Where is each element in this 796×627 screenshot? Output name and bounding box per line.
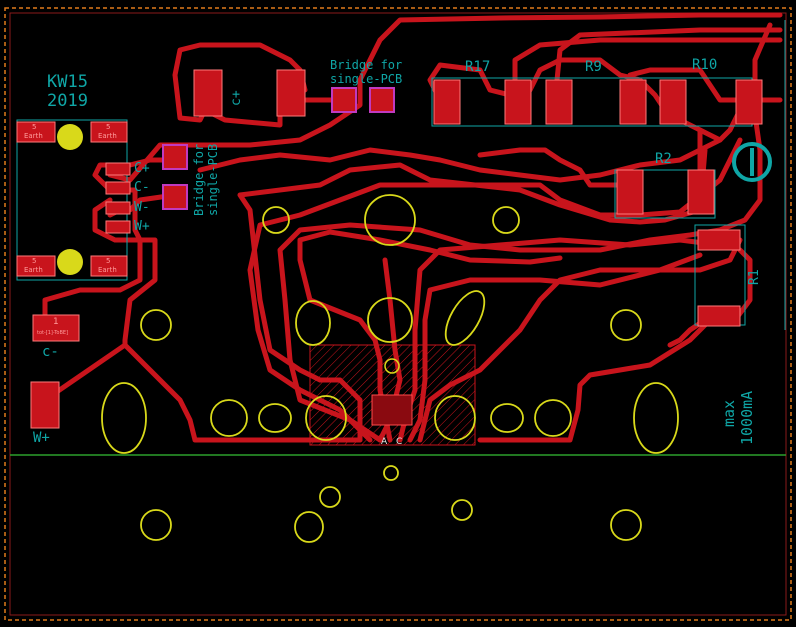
earth-pad-bl-number: 5 — [32, 257, 37, 265]
ref-r10: R10 — [692, 57, 718, 73]
pad-c-minus-text: tot-[1]-ToBE] — [37, 330, 69, 336]
earth-pad-br-number: 5 — [106, 257, 111, 265]
test-points — [57, 124, 83, 275]
ref-r1: R1 — [747, 269, 762, 285]
smd-pads — [16, 69, 763, 429]
conn-c-plus: C+ — [134, 161, 150, 176]
conn-w-plus: W+ — [134, 219, 150, 234]
board-edge — [4, 7, 792, 621]
ic-pad-block — [371, 394, 413, 426]
board-outline — [9, 12, 787, 616]
earth-pad-tl-number: 5 — [32, 123, 37, 131]
c-minus-label: c- — [42, 344, 59, 360]
current-note: max — [720, 399, 738, 427]
w-plus-label: W+ — [33, 430, 50, 446]
c-plus-label: c+ — [229, 90, 244, 106]
ref-r9: R9 — [585, 59, 602, 75]
ic-pin-a: A — [381, 437, 388, 447]
bridge-label-left-1: Bridge for — [192, 143, 206, 216]
earth-pad-bl-label: Earth — [24, 266, 43, 274]
ic-pin-c: C — [396, 437, 403, 447]
silkscreen-outlines — [16, 20, 786, 330]
earth-pad-tl-label: Earth — [24, 132, 43, 140]
earth-pad-tr-number: 5 — [106, 123, 111, 131]
bridge-label-top: Bridge for single-PCB — [330, 58, 403, 86]
board-year: 2019 — [47, 91, 88, 111]
conn-c-minus: C- — [134, 180, 150, 195]
bridge-label-left-2: single-PCB — [206, 143, 220, 216]
center-via — [384, 358, 400, 374]
current-value: 1000mA — [738, 390, 756, 445]
board-title: KW15 — [47, 72, 88, 92]
ref-r2: R2 — [655, 151, 672, 167]
earth-pad-tr-label: Earth — [98, 132, 117, 140]
bridge-pads — [162, 87, 395, 210]
ref-r17: R17 — [465, 59, 491, 75]
pad-c-minus-number: 1 — [53, 317, 59, 327]
earth-pad-br-label: Earth — [98, 266, 117, 274]
conn-w-minus: W- — [134, 200, 150, 215]
drill-holes — [101, 194, 679, 543]
